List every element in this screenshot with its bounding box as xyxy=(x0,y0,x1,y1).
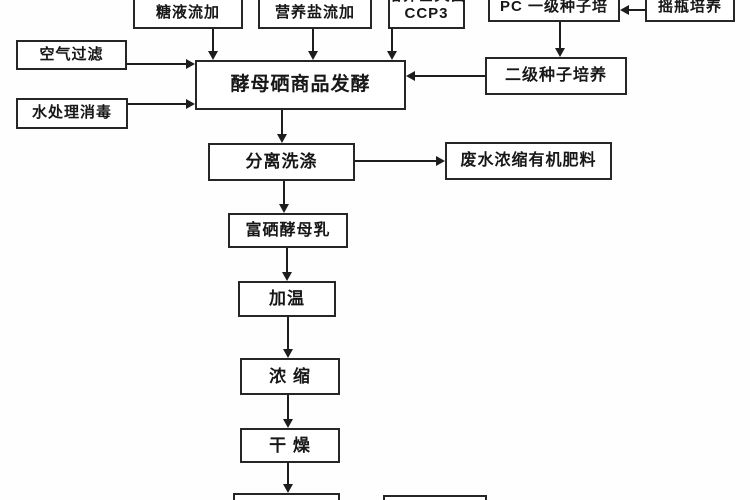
node-separation-washing: 分离洗涤 xyxy=(208,143,355,181)
node-label: 水处理消毒 xyxy=(31,104,112,122)
connector-sugar-to-fermentation xyxy=(212,29,214,52)
arrowhead-down-icon xyxy=(282,272,292,281)
arrowhead-down-icon xyxy=(283,484,293,493)
node-label: CCP3 xyxy=(404,5,449,23)
connector-separation-to-yeastmilk xyxy=(283,181,285,205)
arrowhead-right-icon xyxy=(186,99,195,109)
arrowhead-right-icon xyxy=(436,156,445,166)
connector-airfilter-to-fermentation xyxy=(127,63,187,65)
arrowhead-down-icon xyxy=(283,349,293,358)
connector-ccp3-to-fermentation xyxy=(391,29,393,52)
arrowhead-right-icon xyxy=(186,59,195,69)
node-label: PC 一级种子培 xyxy=(499,0,608,16)
connector-shakeflask-to-pcseed xyxy=(628,9,645,11)
node-heating: 加温 xyxy=(238,281,336,317)
node-label: 废水浓缩有机肥料 xyxy=(460,152,597,169)
node-label: 空气过滤 xyxy=(39,45,104,63)
node-label: 富硒酵母乳 xyxy=(245,221,331,239)
node-sterilize-ccp3: 培养基灭菌CCP3 xyxy=(387,0,467,29)
connector-heating-to-concentration xyxy=(287,317,289,350)
node-waste-fertilizer: 废水浓缩有机肥料 xyxy=(445,142,612,180)
node-air-filter: 空气过滤 xyxy=(16,40,127,70)
connector-fermentation-to-separation xyxy=(281,110,283,135)
connector-water-to-fermentation xyxy=(128,103,187,105)
arrowhead-down-icon xyxy=(308,51,318,60)
node-concentration: 浓 缩 xyxy=(240,358,340,395)
connector-yeastmilk-to-heating xyxy=(286,248,288,273)
connector-separation-to-waste xyxy=(355,160,437,162)
arrowhead-down-icon xyxy=(208,51,218,60)
node-label: 营养盐流加 xyxy=(274,4,355,22)
node-second-seed: 二级种子培养 xyxy=(485,57,627,95)
node-label: 浓 缩 xyxy=(269,366,311,386)
connector-concentration-to-drying xyxy=(287,395,289,420)
node-bottom-left-partial xyxy=(233,493,340,500)
node-label: 糖液流加 xyxy=(155,4,220,22)
node-label: 酵母硒商品发酵 xyxy=(230,74,371,96)
node-water-treatment: 水处理消毒 xyxy=(16,98,128,129)
node-bottom-right-partial xyxy=(383,495,487,500)
arrowhead-down-icon xyxy=(555,48,565,57)
arrowhead-left-icon xyxy=(620,5,629,15)
arrowhead-left-icon xyxy=(406,71,415,81)
node-label: 二级种子培养 xyxy=(504,67,607,84)
arrowhead-down-icon xyxy=(279,204,289,213)
node-label: 摇瓶培养 xyxy=(657,0,722,16)
connector-secondseed-to-fermentation xyxy=(414,75,485,77)
node-sugar-feed: 糖液流加 xyxy=(133,0,243,29)
node-shake-flask: 摇瓶培养 xyxy=(645,0,735,22)
node-pc-first-seed: PC 一级种子培 xyxy=(488,0,620,22)
arrowhead-down-icon xyxy=(387,51,397,60)
arrowhead-down-icon xyxy=(277,134,287,143)
node-fermentation: 酵母硒商品发酵 xyxy=(195,60,406,110)
connector-nutrient-to-fermentation xyxy=(312,29,314,52)
node-nutrient-feed: 营养盐流加 xyxy=(258,0,372,29)
node-label: 加温 xyxy=(269,289,305,309)
connector-pcseed-to-secondseed xyxy=(559,22,561,49)
arrowhead-down-icon xyxy=(283,419,293,428)
node-se-yeast-milk: 富硒酵母乳 xyxy=(228,213,348,248)
connector-drying-to-bottombox xyxy=(287,463,289,485)
node-label-top: 培养基灭菌 xyxy=(387,0,467,5)
node-label: 干 燥 xyxy=(269,435,311,455)
node-drying: 干 燥 xyxy=(240,428,340,463)
node-label: 分离洗涤 xyxy=(245,152,318,172)
